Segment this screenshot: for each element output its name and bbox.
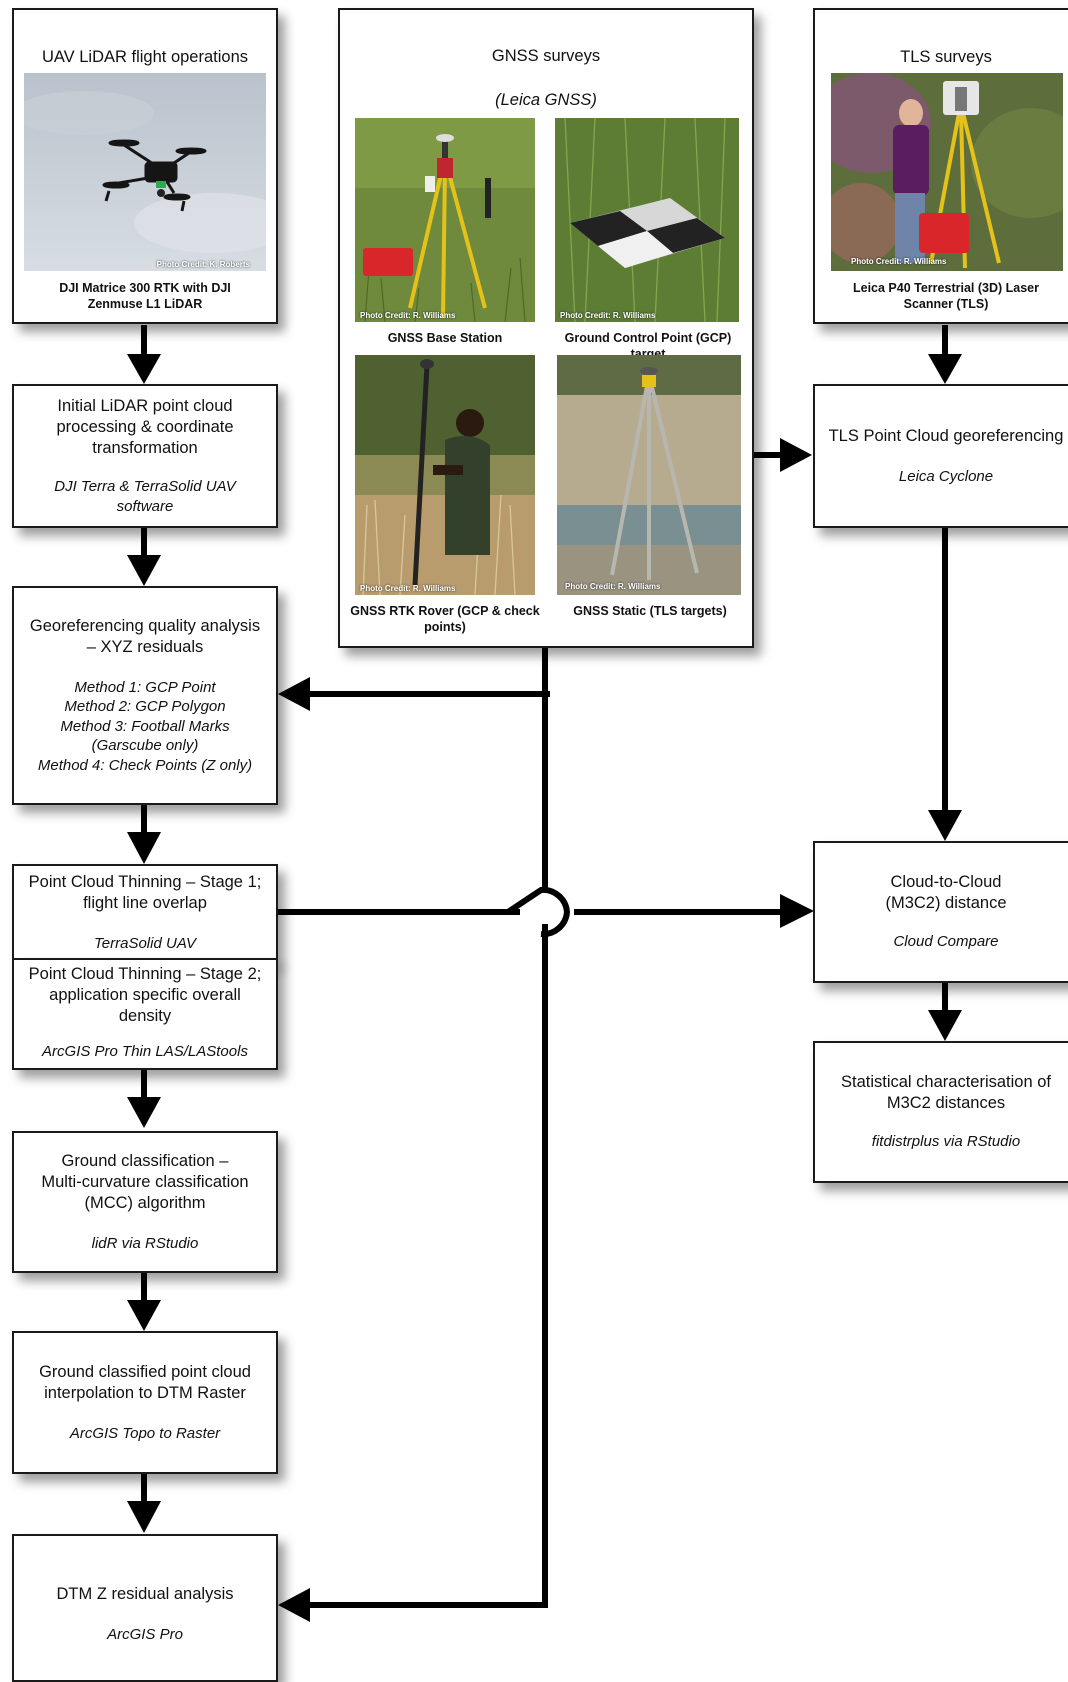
dtm-interp-software: ArcGIS Topo to Raster [69, 1424, 221, 1442]
dtm-interpolation-box: Ground classified point cloud interpolat… [12, 1331, 278, 1474]
gnss-base-caption: GNSS Base Station [387, 331, 503, 345]
uav-caption: DJI Matrice 300 RTK with DJI Zenmuse L1 … [59, 281, 231, 311]
uav-drone-photo: Photo Credit: K. Roberts [24, 73, 266, 271]
tls-georef-line-1: TLS Point Cloud georeferencing [828, 426, 1064, 445]
c2c-line-2: (M3C2) distance [885, 894, 1007, 913]
dtm-residual-line-1: DTM Z residual analysis [56, 1585, 234, 1603]
dtm-z-residual-box: DTM Z residual analysis ArcGIS Pro [12, 1534, 278, 1682]
tls-title: TLS surveys [900, 48, 992, 66]
uav-photo-credit: Photo Credit: K. Roberts [156, 260, 250, 269]
arrowhead-6 [127, 1501, 161, 1533]
gnss-static-photo: Photo Credit: R. Williams [557, 355, 741, 595]
arrowhead-3 [127, 832, 161, 864]
arrow-uav-to-initial [141, 325, 147, 357]
tls-scanner-photo: Photo Credit: R. Williams [831, 73, 1063, 271]
arrowhead-thin-to-c2c [780, 894, 814, 928]
ground-class-software: lidR via RStudio [91, 1234, 199, 1252]
initial-processing-line-3: transformation [92, 439, 198, 457]
tls-caption: Leica P40 Terrestrial (3D) Laser Scanner… [853, 281, 1039, 311]
ground-classification-box: Ground classification – Multi-curvature … [12, 1131, 278, 1273]
dtm-interp-line-1: Ground classified point cloud [39, 1362, 251, 1381]
arrowhead-1 [127, 354, 161, 384]
georef-method-2: Method 2: GCP Polygon [64, 698, 226, 716]
tls-georef-software: Leica Cyclone [898, 467, 994, 485]
initial-processing-box: Initial LiDAR point cloud processing & c… [12, 384, 278, 528]
thinning-stage-2-box: Point Cloud Thinning – Stage 2; applicat… [12, 958, 278, 1070]
gcp-target-photo: Photo Credit: R. Williams [555, 118, 739, 322]
thinning-stage-2-software: ArcGIS Pro Thin LAS/LAStools [42, 1043, 248, 1060]
stats-line-1: Statistical characterisation of [840, 1073, 1051, 1092]
tls-georeferencing-box: TLS Point Cloud georeferencing Leica Cyc… [813, 384, 1068, 528]
line-hop-bridge [506, 886, 571, 938]
uav-box: UAV LiDAR flight operations [12, 8, 278, 324]
dtm-interp-line-2: interpolation to DTM Raster [44, 1383, 246, 1402]
c2c-software: Cloud Compare [893, 933, 999, 951]
stats-software: fitdistrplus via RStudio [871, 1133, 1021, 1151]
arrowhead-c2c-to-stats [928, 1010, 962, 1041]
thinning-stage-2-line-3: density [118, 1007, 172, 1025]
tls-photo-credit: Photo Credit: R. Williams [851, 257, 947, 266]
initial-processing-line-2: processing & coordinate [56, 418, 234, 436]
initial-processing-software-2: software [116, 497, 174, 515]
gnss-rtk-rover-photo: Photo Credit: R. Williams [355, 355, 535, 595]
gnss-rover-caption: GNSS RTK Rover (GCP & check points) [350, 604, 540, 634]
stats-line-2: M3C2 distances [886, 1094, 1006, 1113]
georeferencing-quality-box: Georeferencing quality analysis – XYZ re… [12, 586, 278, 805]
arrowhead-gnss-to-tls [780, 438, 812, 472]
arrowhead-gnss-to-quality [278, 677, 310, 711]
thinning-stage-1-line-2: flight line overlap [83, 894, 207, 912]
initial-processing-line-1: Initial LiDAR point cloud [57, 397, 233, 415]
arrowhead-cyclone-to-c2c [928, 810, 962, 841]
ground-class-line-1: Ground classification – [61, 1151, 229, 1170]
arrowhead-gnss-to-dtm [278, 1588, 310, 1622]
thinning-stage-2-line-2: application specific overall [49, 986, 241, 1004]
gnss-box: GNSS surveys (Leica GNSS) Photo Credit: [338, 8, 754, 648]
thinning-stage-1-software: TerraSolid UAV [94, 935, 196, 952]
dtm-residual-software: ArcGIS Pro [107, 1626, 183, 1643]
georef-method-3-note: (Garscube only) [91, 737, 199, 755]
thinning-stage-2-line-1: Point Cloud Thinning – Stage 2; [28, 965, 262, 983]
tls-box: TLS surveys Photo Credit: R. Williams Le… [813, 8, 1068, 324]
arrowhead-5 [127, 1300, 161, 1331]
thinning-stage-1-box: Point Cloud Thinning – Stage 1; flight l… [12, 864, 278, 962]
ground-class-line-2: Multi-curvature classification [41, 1172, 249, 1191]
georef-method-3: Method 3: Football Marks [60, 717, 230, 735]
georef-method-4: Method 4: Check Points (Z only) [37, 756, 253, 774]
statistical-characterisation-box: Statistical characterisation of M3C2 dis… [813, 1041, 1068, 1183]
gcp-target-credit: Photo Credit: R. Williams [560, 311, 656, 320]
georef-quality-line-2: – XYZ residuals [86, 637, 204, 656]
gnss-base-station-photo: Photo Credit: R. Williams [355, 118, 535, 322]
cloud-to-cloud-box: Cloud-to-Cloud (M3C2) distance Cloud Com… [813, 841, 1068, 983]
gnss-static-credit: Photo Credit: R. Williams [565, 582, 661, 591]
gnss-software: (Leica GNSS) [495, 91, 597, 109]
arrowhead-tls [928, 354, 962, 384]
arrowhead-4 [127, 1097, 161, 1128]
arrowhead-2 [127, 555, 161, 586]
thinning-stage-1-line-1: Point Cloud Thinning – Stage 1; [28, 873, 262, 891]
gnss-static-caption: GNSS Static (TLS targets) [573, 604, 727, 618]
uav-title: UAV LiDAR flight operations [41, 48, 249, 66]
initial-processing-software-1: DJI Terra & TerraSolid UAV [54, 478, 236, 495]
georef-quality-line-1: Georeferencing quality analysis [29, 616, 261, 635]
ground-class-line-3: (MCC) algorithm [84, 1193, 206, 1212]
gnss-rover-credit: Photo Credit: R. Williams [360, 584, 456, 593]
georef-method-1: Method 1: GCP Point [74, 678, 216, 696]
gnss-title: GNSS surveys [491, 47, 601, 65]
c2c-line-1: Cloud-to-Cloud [890, 873, 1002, 892]
gnss-base-credit: Photo Credit: R. Williams [360, 311, 456, 320]
